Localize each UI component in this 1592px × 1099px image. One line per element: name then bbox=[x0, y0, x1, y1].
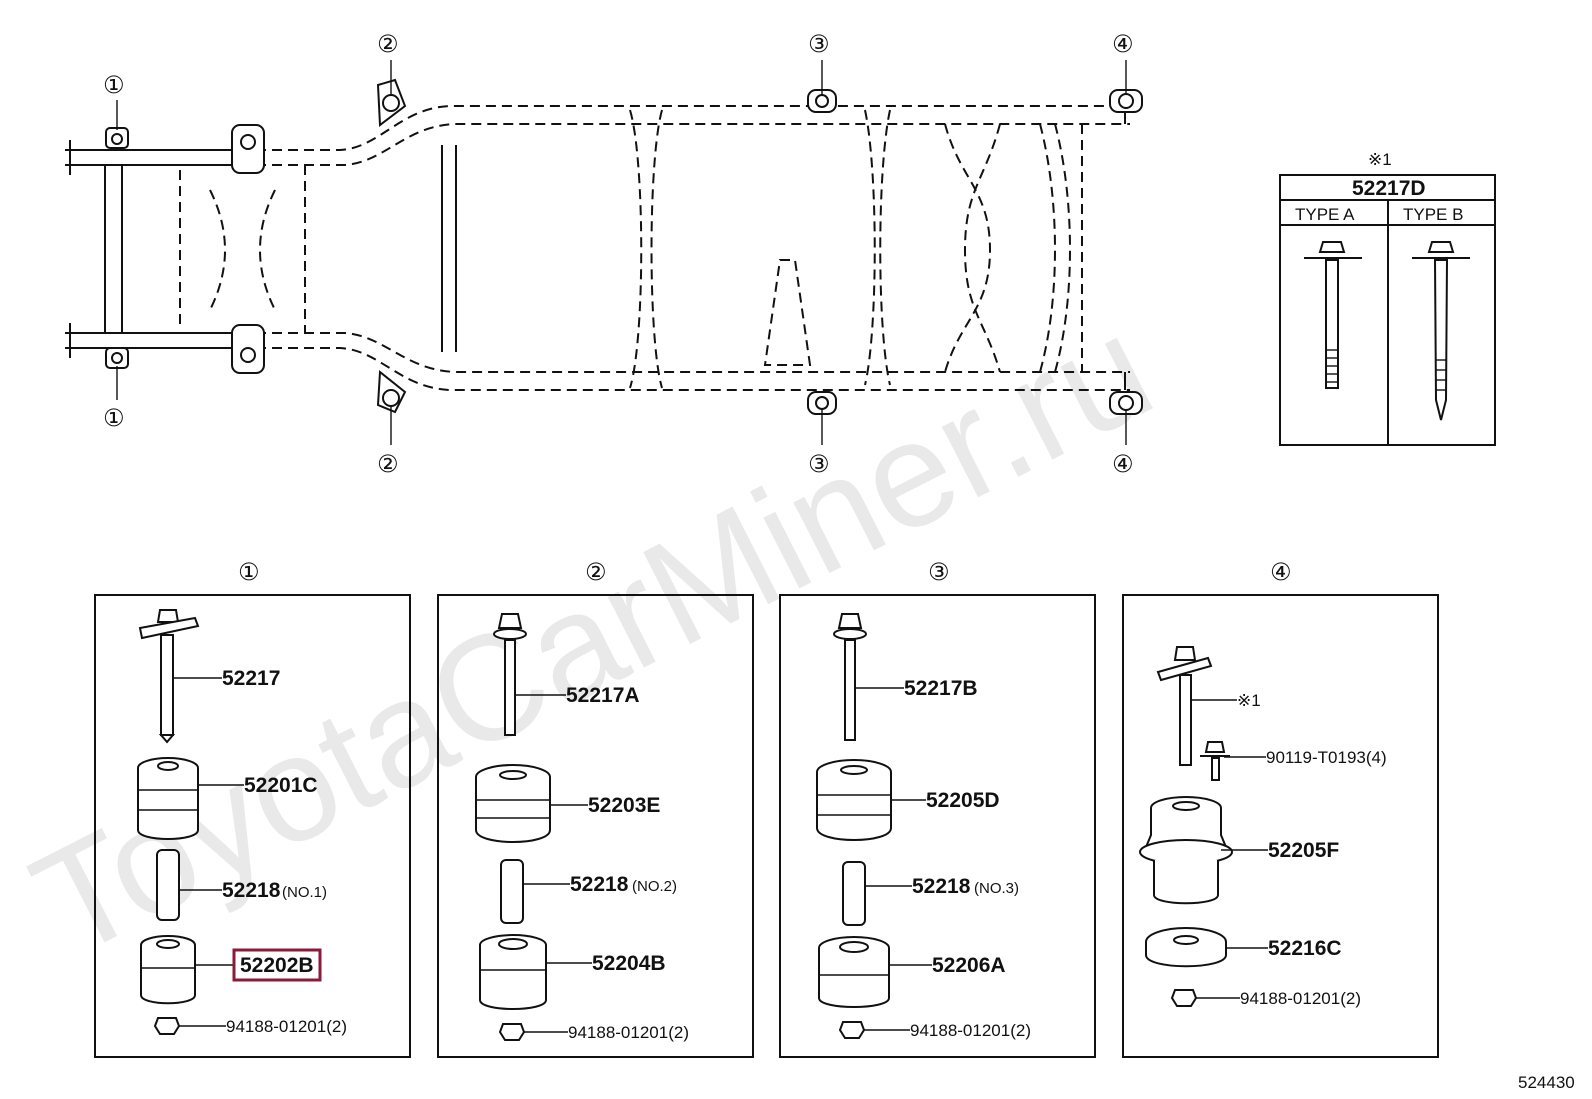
panel-3-bolt-label: 52217B bbox=[904, 677, 978, 700]
panel-2-nut-label: 94188-01201(2) bbox=[568, 1023, 689, 1042]
panel-2-collar-label: 52218 bbox=[570, 873, 629, 896]
panel-3-collar-note: (NO.3) bbox=[974, 880, 1019, 897]
panel-2-collar-note: (NO.2) bbox=[632, 878, 677, 895]
panel-2: ② 52217A 52203E 52218 (NO.2) 52204B 9418… bbox=[437, 558, 754, 1058]
panel-1-heading: ① bbox=[238, 558, 260, 586]
legend-note-mark: ※1 bbox=[1368, 150, 1392, 169]
panel-3-cushion-upper-label: 52205D bbox=[926, 789, 1000, 812]
panel-3-heading: ③ bbox=[928, 558, 950, 586]
panel-4-cushion-label: 52205F bbox=[1268, 839, 1339, 862]
panel-4: ④ ※1 90119-T0193(4) 52205F 52216C 94188-… bbox=[1122, 558, 1439, 1058]
panel-4-nut-label: 94188-01201(2) bbox=[1240, 989, 1361, 1008]
panel-2-bolt-label: 52217A bbox=[566, 684, 640, 707]
panel-1-collar-note: (NO.1) bbox=[282, 884, 327, 901]
marker-3-bottom: ③ bbox=[808, 450, 830, 478]
vehicle-frame bbox=[65, 60, 1143, 445]
marker-3-top: ③ bbox=[808, 30, 830, 58]
panel-3-collar-label: 52218 bbox=[912, 875, 971, 898]
marker-1-bottom: ① bbox=[103, 404, 125, 432]
marker-4-top: ④ bbox=[1112, 30, 1134, 58]
panel-1-collar-label: 52218 bbox=[222, 879, 281, 902]
panel-4-retainer-label: 52216C bbox=[1268, 937, 1342, 960]
marker-2-top: ② bbox=[377, 30, 399, 58]
legend-part-number: 52217D bbox=[1352, 177, 1426, 200]
legend-type-a: TYPE A bbox=[1295, 205, 1355, 224]
panel-1-cushion-lower-label[interactable]: 52202B bbox=[240, 954, 314, 977]
diagram-code: 524430 bbox=[1518, 1073, 1575, 1092]
highlight-box bbox=[232, 948, 322, 982]
panel-2-cushion-upper-label: 52203E bbox=[588, 794, 660, 817]
panel-3-nut-label: 94188-01201(2) bbox=[910, 1021, 1031, 1040]
panel-4-heading: ④ bbox=[1270, 558, 1292, 586]
panel-3: ③ 52217B 52205D 52218 (NO.3) 52206A 9418… bbox=[779, 558, 1096, 1058]
panel-4-bolt-note-label: ※1 bbox=[1237, 691, 1261, 710]
panel-1-bolt-label: 52217 bbox=[222, 667, 280, 690]
legend-type-b: TYPE B bbox=[1403, 205, 1463, 224]
panel-2-cushion-lower-label: 52204B bbox=[592, 952, 666, 975]
panel-2-heading: ② bbox=[585, 558, 607, 586]
panel-1-cushion-upper-label: 52201C bbox=[244, 774, 318, 797]
panel-4-screw-label: 90119-T0193(4) bbox=[1266, 748, 1387, 767]
marker-4-bottom: ④ bbox=[1112, 450, 1134, 478]
panel-1: ① 52217 52201C 52218 (NO.1) 52202B 94188… bbox=[94, 558, 411, 1058]
panel-1-nut-label: 94188-01201(2) bbox=[226, 1017, 347, 1036]
panel-3-cushion-lower-label: 52206A bbox=[932, 954, 1006, 977]
marker-2-bottom: ② bbox=[377, 450, 399, 478]
bolt-type-legend: ※1 52217D TYPE A TYPE B bbox=[1279, 150, 1496, 446]
marker-1-top: ① bbox=[103, 71, 125, 99]
